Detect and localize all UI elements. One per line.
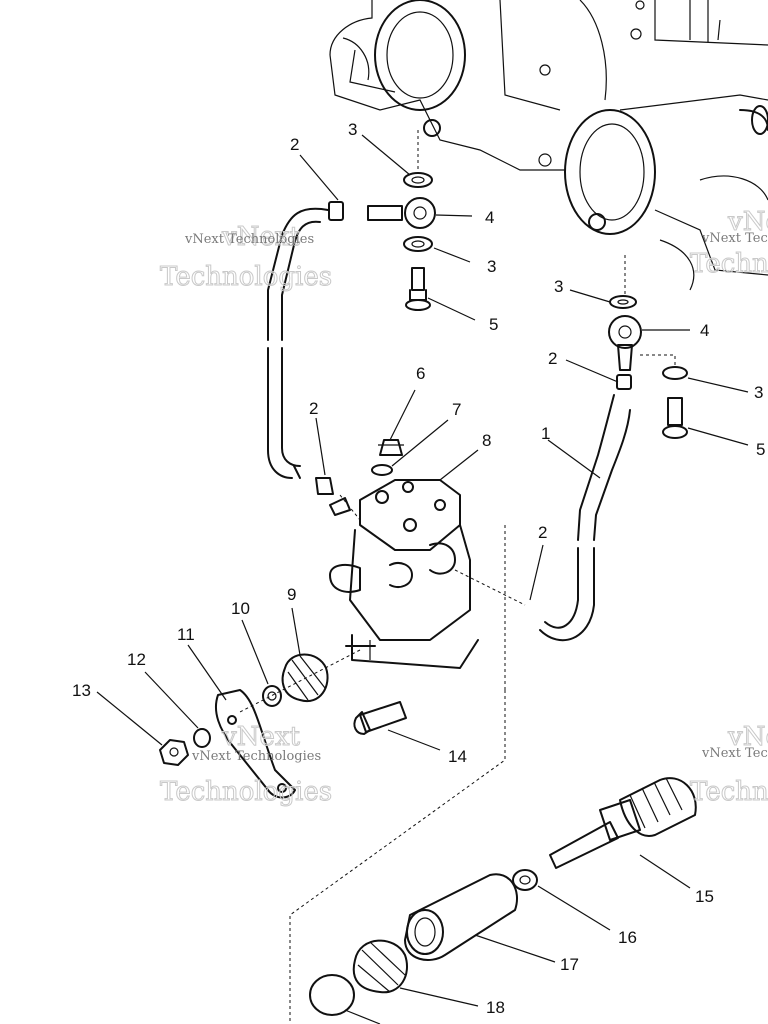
callout-5: 5 [756,440,765,459]
drive-shaft-assembly [289,690,697,1024]
watermark-brand: vNext [727,722,768,752]
callout-16: 16 [618,928,637,947]
watermark-top-right: vNext Technologies vNext Technologies [690,207,768,280]
watermark-brand: vNext [221,222,300,252]
callout-18: 18 [486,998,505,1017]
watermark-company: Technologies [160,777,332,807]
watermark-company: Technologies [690,249,768,279]
callout-4: 4 [700,321,709,340]
callout-13: 13 [72,681,91,700]
callout-3: 3 [348,120,357,139]
watermark-brand: vNext [221,722,300,752]
callout-3: 3 [487,257,496,276]
watermark-brand: vNext [727,207,768,237]
watermark-middle-right: vNext Technologies vNext Technologies [690,722,768,808]
watermark-label: vNext Technologies [701,231,768,246]
watermark-company: Technologies [690,777,768,807]
pump-linkage [159,653,407,799]
cylinder-casting [329,0,768,291]
callout-2: 2 [309,399,318,418]
callout-2: 2 [538,523,547,542]
callout-3: 3 [754,383,763,402]
callout-7: 7 [452,400,461,419]
callout-17: 17 [560,955,579,974]
watermark-label: vNext Technologies [184,232,314,247]
watermark-top-left: vNext Technologies vNext Technologies [160,222,333,293]
callout-4: 4 [485,208,494,227]
oil-line-left [267,130,436,479]
oil-pump [239,439,526,713]
watermark-label: vNext Technologies [191,749,321,764]
callout-15: 15 [695,887,714,906]
callout-11: 11 [177,625,195,644]
watermark-middle-left: vNext Technologies vNext Technologies [160,722,333,808]
callout-14: 14 [448,747,467,766]
callout-1: 1 [541,424,550,443]
watermark-company: Technologies [160,262,332,292]
callout-6: 6 [416,364,425,383]
leader-lines [96,134,749,1024]
callout-10: 10 [231,599,250,618]
callout-3: 3 [554,277,563,296]
callout-12: 12 [127,650,146,669]
watermark-label: vNext Technologies [701,746,768,761]
oil-line-right [539,255,688,642]
callout-9: 9 [287,585,296,604]
callout-labels: 1 2 2 2 2 3 3 3 3 4 4 5 5 6 7 8 9 10 11 … [72,120,765,1017]
callout-8: 8 [482,431,491,450]
callout-2: 2 [548,349,557,368]
callout-5: 5 [489,315,498,334]
callout-2: 2 [290,135,299,154]
